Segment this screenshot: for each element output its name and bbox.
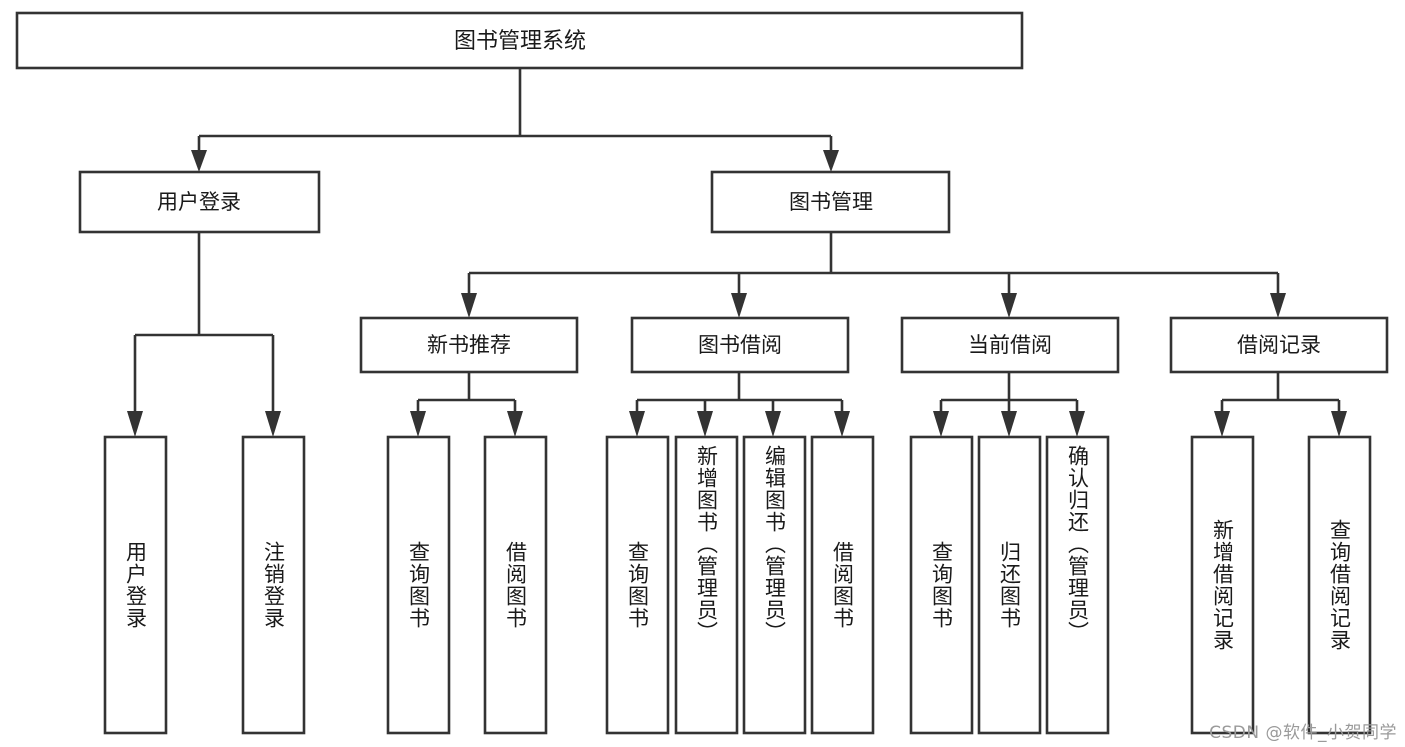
node-new-book-recommend[interactable]: 新书推荐	[359, 316, 579, 374]
leaf-box-user-login[interactable]	[103, 435, 168, 735]
node-root-system-label: 图书管理系统	[454, 29, 586, 54]
arrowhead-leaf-logout	[265, 411, 281, 437]
node-borrow-record[interactable]: 借阅记录	[1169, 316, 1389, 374]
arrowhead-user-login	[191, 150, 207, 172]
node-book-borrow[interactable]: 图书借阅	[630, 316, 850, 374]
arrowhead-currentborrow-leaf-2	[1001, 411, 1017, 437]
leaf-box-borrow-lend[interactable]	[810, 435, 875, 735]
leaf-box-current-return[interactable]	[977, 435, 1042, 735]
leaf-box-record-add[interactable]	[1190, 435, 1255, 735]
leaf-box-borrow-add[interactable]	[674, 435, 739, 735]
node-book-borrow-label: 图书借阅	[698, 333, 782, 357]
node-new-book-recommend-label: 新书推荐	[427, 333, 511, 357]
arrowhead-book-borrow	[731, 293, 747, 318]
arrowhead-bookborrow-leaf-4	[834, 411, 850, 437]
node-root-system[interactable]: 图书管理系统	[15, 11, 1024, 70]
node-current-borrow-label: 当前借阅	[968, 333, 1052, 357]
arrowhead-bookborrow-leaf-2	[697, 411, 713, 437]
node-book-manage-box[interactable]	[710, 170, 951, 234]
leaf-box-newbook-borrow[interactable]	[483, 435, 548, 735]
arrowhead-newbook-leaf-2	[507, 411, 523, 437]
leaf-box-logout[interactable]	[241, 435, 306, 735]
arrowhead-newbook-leaf-1	[410, 411, 426, 437]
node-user-login[interactable]: 用户登录	[78, 170, 321, 234]
arrowhead-borrow-record	[1270, 293, 1286, 318]
node-user-login-label: 用户登录	[157, 190, 241, 214]
arrowhead-book-manage	[823, 150, 839, 172]
arrowhead-current-borrow	[1001, 293, 1017, 318]
leaf-box-record-query[interactable]	[1307, 435, 1372, 735]
node-user-login-box[interactable]	[78, 170, 321, 234]
leaf-box-borrow-query[interactable]	[605, 435, 670, 735]
node-book-manage[interactable]: 图书管理	[710, 170, 951, 234]
arrowhead-borrowrecord-leaf-2	[1331, 411, 1347, 437]
node-root-system-box[interactable]	[15, 11, 1024, 70]
arrowhead-currentborrow-leaf-1	[933, 411, 949, 437]
node-book-borrow-box[interactable]	[630, 316, 850, 374]
node-current-borrow-box[interactable]	[900, 316, 1120, 374]
arrowhead-bookborrow-leaf-3	[765, 411, 781, 437]
arrowhead-currentborrow-leaf-3	[1069, 411, 1085, 437]
node-new-book-recommend-box[interactable]	[359, 316, 579, 374]
node-current-borrow[interactable]: 当前借阅	[900, 316, 1120, 374]
arrowhead-leaf-user-login	[127, 411, 143, 437]
node-book-manage-label: 图书管理	[789, 190, 873, 214]
node-borrow-record-label: 借阅记录	[1237, 333, 1321, 357]
leaf-box-current-confirm[interactable]	[1045, 435, 1110, 735]
csdn-watermark: CSDN @软件_小贺同学	[1209, 723, 1397, 743]
arrowhead-new-book-recommend	[461, 293, 477, 318]
node-borrow-record-box[interactable]	[1169, 316, 1389, 374]
leaf-box-current-query[interactable]	[909, 435, 974, 735]
leaf-box-borrow-edit[interactable]	[742, 435, 807, 735]
arrowhead-borrowrecord-leaf-1	[1214, 411, 1230, 437]
leaf-box-newbook-query[interactable]	[386, 435, 451, 735]
connector-group	[127, 68, 1347, 437]
arrowhead-bookborrow-leaf-1	[629, 411, 645, 437]
